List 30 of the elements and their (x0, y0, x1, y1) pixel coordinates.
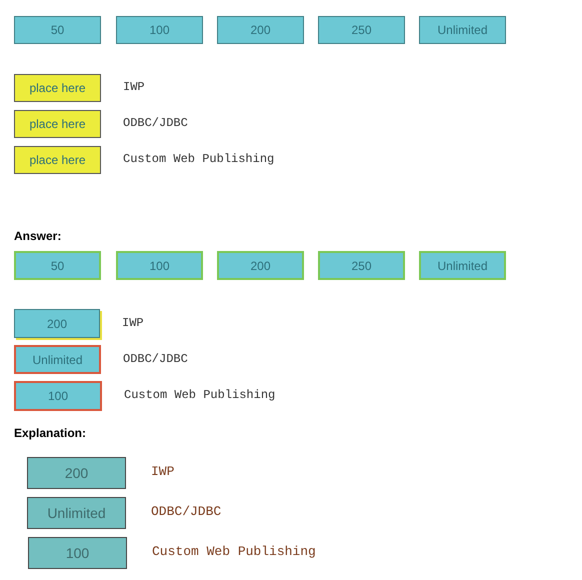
value-tile: 250 (318, 16, 405, 44)
option-label: ODBC/JDBC (151, 504, 222, 519)
value-tile: 100 (28, 537, 127, 569)
option-label: Custom Web Publishing (123, 152, 274, 166)
value-tile: 200 (217, 251, 304, 280)
value-tile: Unlimited (419, 251, 506, 280)
drop-target: place here (14, 74, 101, 102)
option-label: Custom Web Publishing (124, 388, 276, 402)
option-label: IWP (123, 80, 145, 94)
option-label: ODBC/JDBC (123, 116, 188, 130)
value-tile: 250 (318, 251, 405, 280)
option-label: ODBC/JDBC (123, 352, 188, 366)
drop-target: place here (14, 146, 101, 174)
value-tile: 50 (14, 16, 101, 44)
value-tile: 200 (14, 309, 100, 338)
value-tile: 200 (27, 457, 126, 489)
option-label: IWP (151, 464, 174, 479)
section-heading: Explanation: (14, 426, 86, 440)
value-tile: 100 (116, 16, 203, 44)
value-tile: Unlimited (419, 16, 506, 44)
value-tile: 100 (14, 381, 102, 411)
value-tile: 50 (14, 251, 101, 280)
option-label: IWP (122, 316, 144, 330)
option-label: Custom Web Publishing (152, 544, 316, 559)
value-tile: 100 (116, 251, 203, 280)
section-heading: Answer: (14, 229, 62, 243)
value-tile: Unlimited (27, 497, 126, 529)
drop-target: place here (14, 110, 101, 138)
value-tile: Unlimited (14, 345, 101, 374)
value-tile: 200 (217, 16, 304, 44)
